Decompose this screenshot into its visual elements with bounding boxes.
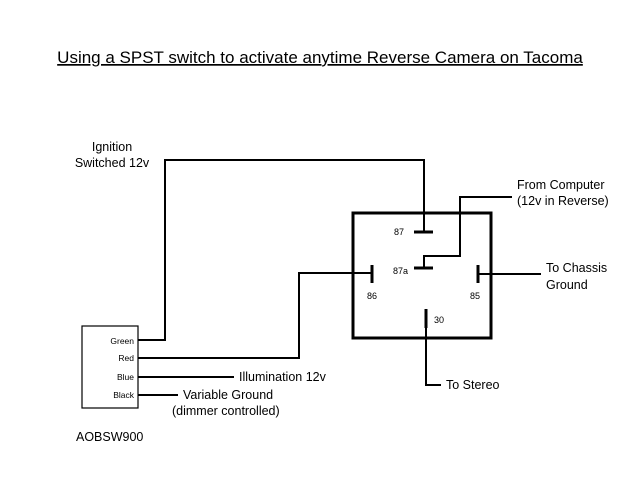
pin-87-label: 87 xyxy=(394,227,404,237)
pin-87a-label: 87a xyxy=(393,266,408,276)
to-stereo-label: To Stereo xyxy=(446,378,500,392)
from-computer-label-line2: (12v in Reverse) xyxy=(517,194,609,208)
relay-body xyxy=(351,211,493,340)
switch-terminal-black: Black xyxy=(113,390,135,400)
chassis-ground-label-line2: Ground xyxy=(546,278,588,292)
variable-ground-label-line2: (dimmer controlled) xyxy=(172,404,280,418)
wire-30-to-stereo xyxy=(425,328,441,386)
variable-ground-label-line1: Variable Ground xyxy=(183,388,273,402)
illumination-label: Illumination 12v xyxy=(239,370,327,384)
diagram-title: Using a SPST switch to activate anytime … xyxy=(57,48,583,67)
wire-switch-red-to-86 xyxy=(138,272,372,359)
pin-86-label: 86 xyxy=(367,291,377,301)
ignition-label-line2: Switched 12v xyxy=(75,156,150,170)
switch-terminal-red: Red xyxy=(118,353,134,363)
from-computer-label-line1: From Computer xyxy=(517,178,605,192)
wire-computer-to-87a xyxy=(423,196,512,268)
switch-terminal-blue: Blue xyxy=(117,372,134,382)
ignition-label-line1: Ignition xyxy=(92,140,132,154)
pin-85-label: 85 xyxy=(470,291,480,301)
switch-model-label: AOBSW900 xyxy=(76,430,143,444)
switch-terminal-green: Green xyxy=(110,336,134,346)
switch-body xyxy=(81,325,139,409)
chassis-ground-label-line1: To Chassis xyxy=(546,261,607,275)
wire-ignition-to-87 xyxy=(138,159,425,341)
pin-30-label: 30 xyxy=(434,315,444,325)
